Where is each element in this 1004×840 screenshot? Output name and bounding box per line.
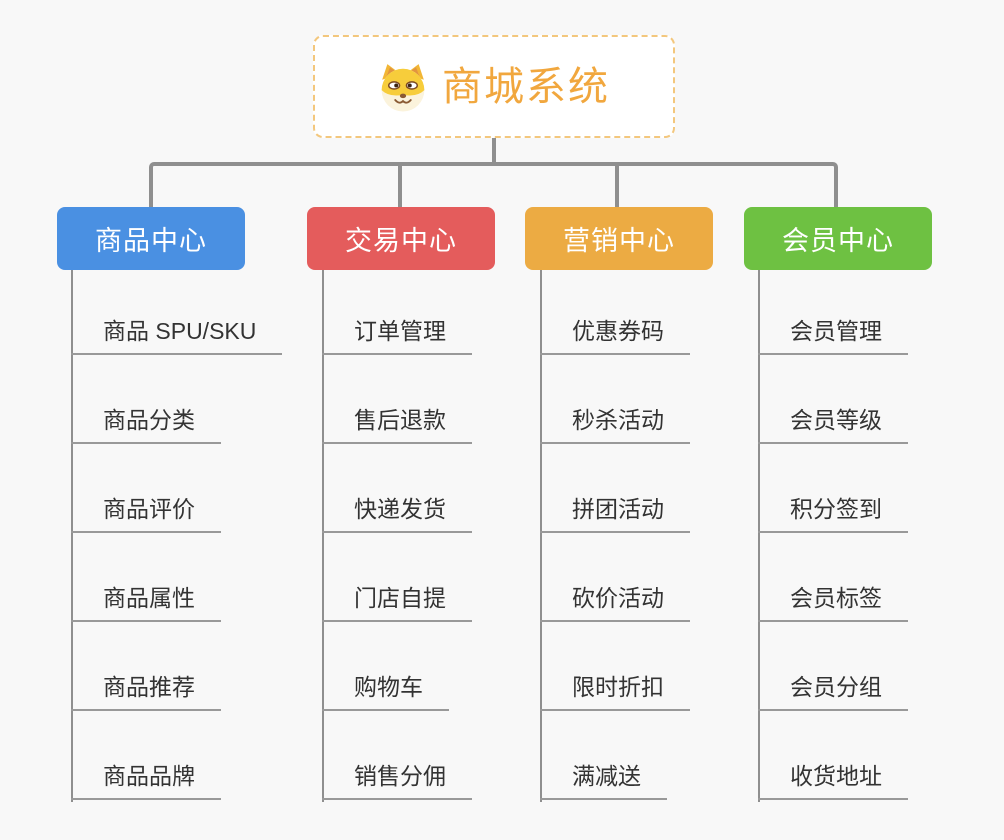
leaf-node[interactable]: 会员等级 (758, 405, 908, 444)
leaf-node[interactable]: 满减送 (540, 761, 667, 800)
branch-drop-connector (615, 166, 619, 208)
leaf-node[interactable]: 会员分组 (758, 672, 908, 711)
leaf-node[interactable]: 砍价活动 (540, 583, 690, 622)
leaf-node[interactable]: 商品推荐 (71, 672, 221, 711)
leaf-node[interactable]: 商品属性 (71, 583, 221, 622)
leaf-node[interactable]: 销售分佣 (322, 761, 472, 800)
branch-spine (322, 269, 324, 802)
dog-face-icon (381, 63, 425, 111)
branch-spine (758, 269, 760, 802)
leaf-node[interactable]: 会员标签 (758, 583, 908, 622)
branch-spine (71, 269, 73, 802)
branch-drop-connector (398, 166, 402, 208)
leaf-node[interactable]: 积分签到 (758, 494, 908, 533)
leaf-node[interactable]: 商品分类 (71, 405, 221, 444)
leaf-node[interactable]: 商品 SPU/SKU (71, 316, 283, 355)
root-trunk-connector (492, 136, 496, 164)
leaf-node[interactable]: 商品品牌 (71, 761, 221, 800)
leaf-node[interactable]: 优惠券码 (540, 316, 690, 355)
branch-node-member-center[interactable]: 会员中心 (744, 207, 932, 270)
branch-node-marketing-center[interactable]: 营销中心 (525, 207, 713, 270)
branch-spine (540, 269, 542, 802)
branch-rail-connector (149, 162, 838, 208)
leaf-node[interactable]: 收货地址 (758, 761, 908, 800)
leaf-node[interactable]: 商品评价 (71, 494, 221, 533)
leaf-node[interactable]: 快递发货 (322, 494, 472, 533)
leaf-node[interactable]: 门店自提 (322, 583, 472, 622)
leaf-node[interactable]: 会员管理 (758, 316, 908, 355)
leaf-node[interactable]: 拼团活动 (540, 494, 690, 533)
leaf-node[interactable]: 购物车 (322, 672, 449, 711)
root-title: 商城系统 (442, 64, 610, 109)
branch-node-trade-center[interactable]: 交易中心 (307, 207, 495, 270)
branch-node-product-center[interactable]: 商品中心 (57, 207, 245, 270)
leaf-node[interactable]: 订单管理 (322, 316, 472, 355)
root-node[interactable]: 商城系统 (313, 35, 675, 138)
leaf-node[interactable]: 售后退款 (322, 405, 472, 444)
leaf-node[interactable]: 限时折扣 (540, 672, 690, 711)
leaf-node[interactable]: 秒杀活动 (540, 405, 690, 444)
